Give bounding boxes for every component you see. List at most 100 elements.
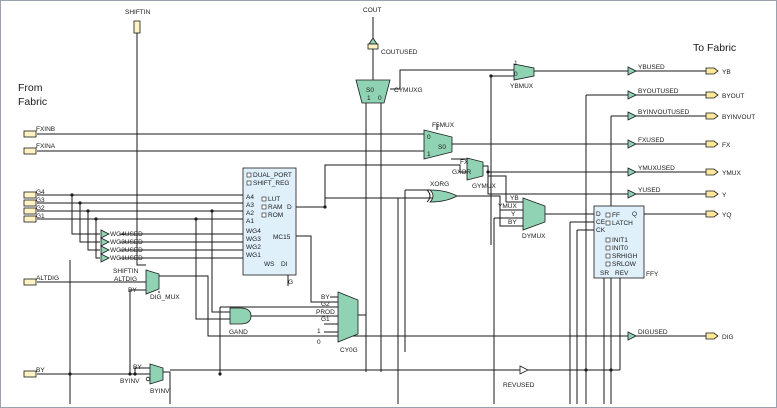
shiftin-label: SHIFTIN bbox=[125, 9, 151, 16]
revused-buffer-icon bbox=[519, 365, 529, 375]
ymux-output-label: YMUX bbox=[722, 170, 741, 177]
revused-label: REVUSED bbox=[503, 382, 535, 389]
dymux-by: BY bbox=[508, 219, 517, 226]
srhigh-checkbox bbox=[605, 253, 611, 259]
ybmux-label: YBMUX bbox=[510, 83, 534, 90]
altdig-label: ALTDIG bbox=[36, 275, 59, 282]
input-pins bbox=[23, 20, 141, 378]
ymuxused-buffer-icon bbox=[627, 167, 637, 177]
yq-pin bbox=[705, 210, 719, 218]
ffy-sr: SR bbox=[600, 270, 609, 277]
g1-pin bbox=[23, 215, 37, 223]
cy0g-0: 0 bbox=[317, 339, 321, 346]
a4-label: A4 bbox=[246, 194, 254, 201]
byoutused-label: BYOUTUSED bbox=[638, 88, 679, 95]
ffy-ce: CE bbox=[596, 219, 606, 226]
byout-output-label: BYOUT bbox=[722, 93, 744, 100]
xorg-label: XORG bbox=[430, 181, 449, 188]
ffy-label: FFY bbox=[646, 271, 659, 278]
altdig-pin bbox=[23, 278, 37, 286]
byinv-byinv: BYINV bbox=[120, 378, 140, 385]
wg4used-label: WG4USED bbox=[110, 231, 143, 238]
gxor-label: GXOR bbox=[452, 169, 471, 176]
byinvout-output-label: BYINVOUT bbox=[722, 114, 755, 121]
f5mux-label: F5MUX bbox=[432, 122, 455, 129]
ffy-ck: CK bbox=[596, 227, 606, 234]
lut-option-checkbox bbox=[261, 196, 267, 202]
g3-label: G3 bbox=[36, 197, 45, 204]
di-label: DI bbox=[281, 261, 288, 268]
shiftin-pin bbox=[133, 20, 141, 34]
ffy-d: D bbox=[596, 211, 601, 218]
coutused-label: COUTUSED bbox=[381, 49, 418, 56]
a1-label: A1 bbox=[246, 218, 254, 225]
cymuxg-in1: 1 bbox=[367, 95, 371, 102]
gymux-label: GYMUX bbox=[472, 183, 497, 190]
y-output-label: Y bbox=[722, 192, 727, 199]
srlow-label: SRLOW bbox=[612, 261, 637, 268]
yq-output-label: YQ bbox=[722, 212, 731, 219]
byinv-by: BY bbox=[133, 364, 142, 371]
wg-buffers bbox=[100, 229, 110, 263]
cymuxg-in0: 0 bbox=[378, 95, 382, 102]
cymuxg-s0: S0 bbox=[366, 87, 374, 94]
init1-checkbox bbox=[605, 237, 611, 243]
xorg-input-arc bbox=[426, 189, 431, 203]
ffy-q: Q bbox=[632, 211, 637, 218]
cymuxg-mux bbox=[355, 79, 391, 104]
yused-buffer-icon bbox=[627, 189, 637, 199]
by-pin bbox=[23, 370, 37, 378]
cy0g-by: BY bbox=[321, 294, 330, 301]
wg3used-buffer-icon bbox=[100, 237, 110, 247]
g-output-label: G bbox=[288, 279, 293, 286]
lut-option-label: LUT bbox=[268, 196, 280, 203]
wg2used-label: WG2USED bbox=[110, 247, 143, 254]
g2-label: G2 bbox=[36, 205, 45, 212]
mc15-label: MC15 bbox=[273, 234, 291, 241]
f5mux-in1: 1 bbox=[427, 151, 431, 158]
wg2used-buffer-icon bbox=[100, 245, 110, 255]
byinv-label: BYINV bbox=[150, 388, 170, 395]
wiring bbox=[37, 17, 706, 404]
y-pin bbox=[705, 190, 719, 198]
byoutused-buffer-icon bbox=[627, 90, 637, 100]
init1-label: INIT1 bbox=[612, 237, 628, 244]
digused-label: DIGUSED bbox=[638, 329, 668, 336]
gand-gate bbox=[229, 307, 252, 325]
a2-label: A2 bbox=[246, 210, 254, 217]
g1-label: G1 bbox=[36, 213, 45, 220]
rom-option-checkbox bbox=[261, 212, 267, 218]
dymux-yb: YB bbox=[510, 195, 519, 202]
dymux-mux bbox=[522, 197, 546, 231]
shift-reg-checkbox bbox=[246, 180, 252, 186]
wg1used-label: WG1USED bbox=[110, 255, 143, 262]
cy0g-label: CY0G bbox=[340, 347, 358, 354]
xorg-gate bbox=[429, 189, 458, 203]
dig-mux-altdig: ALTDIG bbox=[114, 276, 137, 283]
cy0g-g1: G1 bbox=[321, 316, 330, 323]
srhigh-label: SRHIGH bbox=[612, 253, 638, 260]
g4-label: G4 bbox=[36, 189, 45, 196]
fx-small-label: FX bbox=[460, 159, 469, 166]
cout-buffer-icon bbox=[368, 37, 378, 45]
dig-mux-label: DIG_MUX bbox=[150, 294, 180, 301]
cymuxg-label: CYMUXG bbox=[394, 87, 423, 94]
f5mux-mux bbox=[423, 129, 453, 160]
byinvoutused-buffer-icon bbox=[627, 111, 637, 121]
dymux-label: DYMUX bbox=[522, 233, 546, 240]
cy0g-g2: G2 bbox=[321, 301, 330, 308]
g2-pin bbox=[23, 207, 37, 215]
fxina-label: FXINA bbox=[36, 143, 56, 150]
dig-output-label: DIG bbox=[722, 334, 734, 341]
ffy-block bbox=[593, 205, 645, 279]
srlow-checkbox bbox=[605, 261, 611, 267]
ybmux-in0: 0 bbox=[514, 71, 518, 78]
cy0g-prod: PROD bbox=[316, 309, 335, 316]
wg3-label: WG3 bbox=[246, 236, 261, 243]
output-wires bbox=[636, 70, 706, 337]
gand-label: GAND bbox=[229, 329, 248, 336]
ffy-rev: REV bbox=[615, 270, 629, 277]
wg4used-buffer-icon bbox=[100, 229, 110, 239]
yb-pin bbox=[705, 67, 719, 75]
byout-pin bbox=[705, 91, 719, 99]
